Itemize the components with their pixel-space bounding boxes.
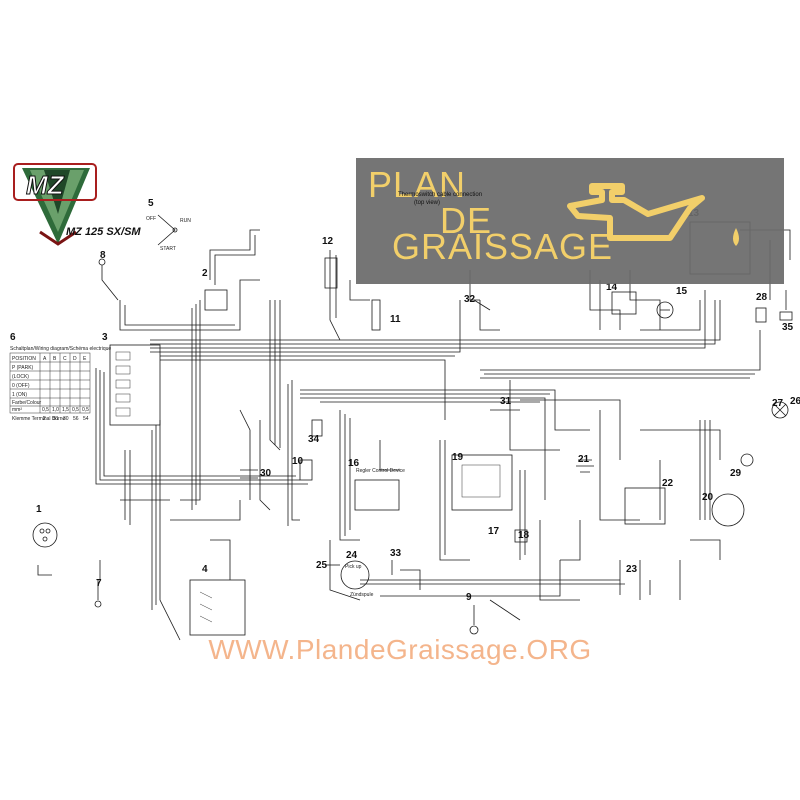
callout-28: 28 (756, 292, 768, 303)
callout-26: 26 (790, 396, 800, 407)
callout-8: 8 (100, 250, 106, 261)
callout-16: 16 (348, 458, 360, 469)
legend-mm-c: 1,5 (62, 407, 69, 413)
callout-18: 18 (518, 530, 530, 541)
banner-word-plan: PLAN (368, 164, 467, 205)
zuendspule-label: Zündspule (350, 592, 374, 598)
callout-22: 22 (662, 478, 674, 489)
callout-32: 32 (464, 294, 476, 305)
callout-19: 19 (452, 452, 464, 463)
callout-3: 3 (102, 332, 108, 343)
logo-lettering: MZ (26, 170, 65, 200)
callout-29: 29 (730, 468, 742, 479)
callout-12: 12 (322, 236, 334, 247)
legend-terminal-a: 2 (43, 416, 46, 422)
legend-header-position: POSITION (12, 356, 36, 362)
switch-label-off: OFF (146, 216, 156, 222)
callout-20: 20 (702, 492, 714, 503)
legend-header-d: D (73, 356, 77, 362)
callout-23: 23 (626, 564, 638, 575)
component-symbols (32, 214, 793, 636)
legend-terminal-b: 31 (53, 416, 59, 422)
callout-31: 31 (500, 396, 512, 407)
callout-numbers: 1234567891011121314151617181920212223242… (10, 198, 800, 603)
callout-6: 6 (10, 332, 16, 343)
callout-35: 35 (782, 322, 794, 333)
callout-7: 7 (96, 578, 102, 589)
callout-17: 17 (488, 526, 500, 537)
legend-row-off: 0 (OFF) (12, 383, 30, 389)
callout-33: 33 (390, 548, 402, 559)
callout-27: 27 (772, 398, 784, 409)
callout-30: 30 (260, 468, 272, 479)
switch-label-run: RUN (180, 218, 191, 224)
callout-10: 10 (292, 456, 304, 467)
callout-34: 34 (308, 434, 320, 445)
watermark-url: WWW.PlandeGraissage.ORG (208, 634, 592, 665)
legend-header-b: B (53, 356, 57, 362)
callout-15: 15 (676, 286, 688, 297)
legend-header-a: A (43, 356, 47, 362)
banner-word-de: DE (440, 200, 493, 241)
callout-11: 11 (390, 314, 401, 325)
legend-row-on: 1 (ON) (12, 392, 27, 398)
callout-14: 14 (606, 282, 618, 293)
legend-row-park: P (PARK) (12, 365, 34, 371)
callout-24: 24 (346, 550, 358, 561)
mz-logo: MZ (13, 163, 97, 246)
legend-mm-b: 1,0 (52, 407, 59, 413)
callout-25: 25 (316, 560, 328, 571)
harness-trunk (95, 229, 791, 641)
plan-de-graissage-banner (356, 158, 784, 284)
switch-label-start: START (160, 246, 176, 252)
legend-terminal-d: 56 (73, 416, 79, 422)
legend-mm-e: 0,5 (82, 407, 89, 413)
legend-row-lock: (LOCK) (12, 374, 29, 380)
oil-can-icon (567, 183, 739, 246)
banner-word-graissage: GRAISSAGE (392, 226, 614, 267)
legend-row-mm: mm² (12, 407, 22, 413)
legend-mm-d: 0,5 (72, 407, 79, 413)
regler-label: Regler Control Device (356, 468, 405, 474)
legend-row-colour: Farbe/Colour (12, 400, 42, 406)
model-name: MZ 125 SX/SM (66, 226, 141, 238)
banner-caption: Thermoswitch cable connection (398, 192, 483, 198)
legend-terminal-e: 54 (83, 416, 89, 422)
legend-header-c: C (63, 356, 67, 362)
legend-mm-a: 0,5 (42, 407, 49, 413)
legend-terminal-c: 30 (63, 416, 69, 422)
legend-table: Schaltplan/Wiring diagram/Schéma electri… (9, 346, 111, 422)
callout-21: 21 (578, 454, 590, 465)
legend-table-title: Schaltplan/Wiring diagram/Schéma electri… (10, 346, 111, 352)
callout-4: 4 (202, 564, 208, 575)
legend-row-terminal: Klemme Terminal Borne (12, 416, 65, 422)
callout-1: 1 (36, 504, 42, 515)
legend-header-e: E (83, 356, 87, 362)
banner-subcaption: (top view) (414, 200, 441, 206)
callout-2: 2 (202, 268, 208, 279)
callout-9: 9 (466, 592, 472, 603)
pickup-label: Pick up (345, 564, 362, 570)
callout-5: 5 (148, 198, 154, 209)
